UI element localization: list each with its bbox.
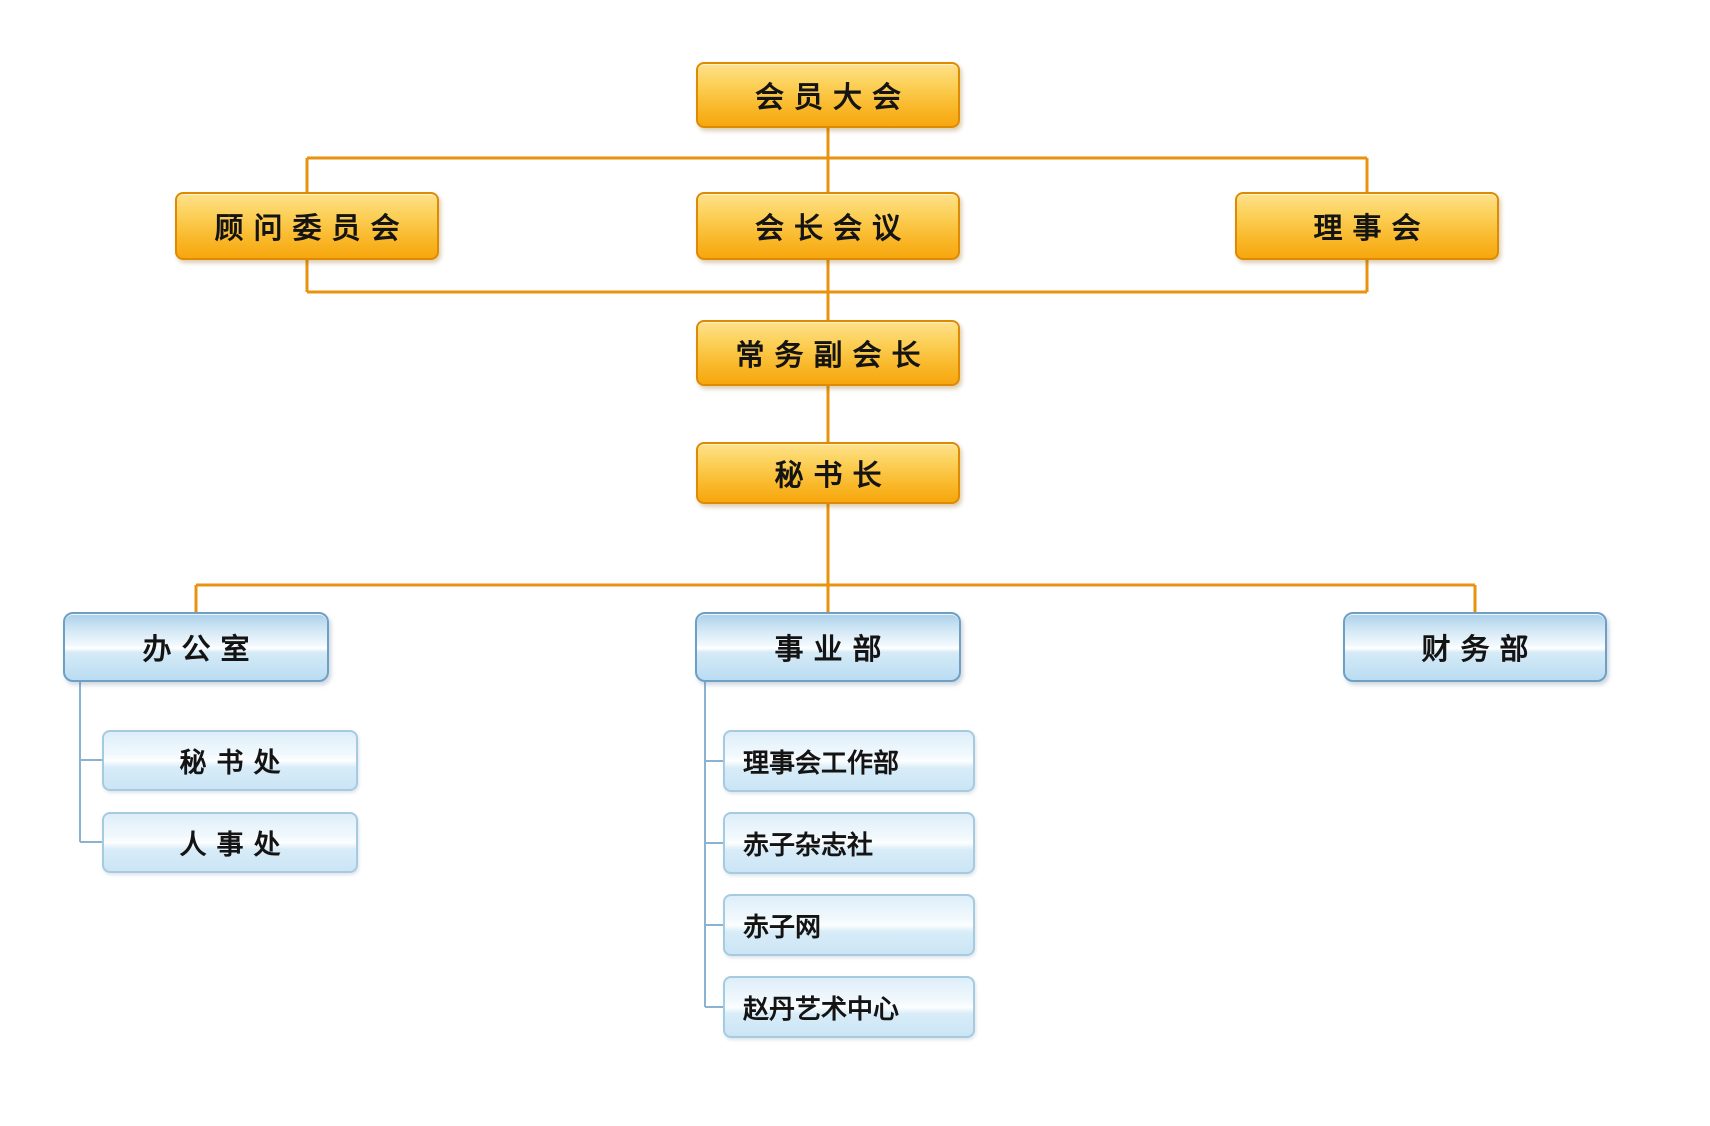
node-secretariat: 秘书处: [102, 730, 358, 791]
node-executive-vice-president: 常务副会长: [696, 320, 960, 386]
node-chizi-magazine: 赤子杂志社: [723, 812, 975, 874]
node-member-congress: 会员大会: [696, 62, 960, 128]
node-council-label: 理事会: [1313, 213, 1431, 245]
node-council: 理事会: [1235, 192, 1499, 260]
node-secretariat-label: 秘书处: [179, 748, 291, 778]
node-chizi-net-label: 赤子网: [743, 911, 822, 942]
node-finance-dept-label: 财务部: [1421, 634, 1539, 666]
node-secretary-general: 秘书长: [696, 442, 960, 504]
node-office-label: 办公室: [142, 634, 260, 666]
node-business-dept-label: 事业部: [774, 634, 892, 666]
node-presidents-meeting: 会长会议: [696, 192, 960, 260]
node-advisory-committee-label: 顾问委员会: [214, 213, 410, 245]
node-personnel-office: 人事处: [102, 812, 358, 873]
node-council-work-dept: 理事会工作部: [723, 730, 975, 792]
node-chizi-net: 赤子网: [723, 894, 975, 956]
node-chizi-magazine-label: 赤子杂志社: [743, 829, 874, 860]
node-council-work-dept-label: 理事会工作部: [743, 747, 900, 778]
node-office: 办公室: [63, 612, 329, 682]
node-advisory-committee: 顾问委员会: [175, 192, 439, 260]
node-zhaodan-art-center-label: 赵丹艺术中心: [743, 993, 900, 1024]
node-finance-dept: 财务部: [1343, 612, 1607, 682]
node-executive-vice-president-label: 常务副会长: [735, 340, 931, 372]
node-personnel-office-label: 人事处: [179, 830, 291, 860]
node-business-dept: 事业部: [695, 612, 961, 682]
node-presidents-meeting-label: 会长会议: [754, 213, 911, 245]
node-secretary-general-label: 秘书长: [774, 460, 892, 492]
node-member-congress-label: 会员大会: [754, 82, 911, 114]
node-zhaodan-art-center: 赵丹艺术中心: [723, 976, 975, 1038]
